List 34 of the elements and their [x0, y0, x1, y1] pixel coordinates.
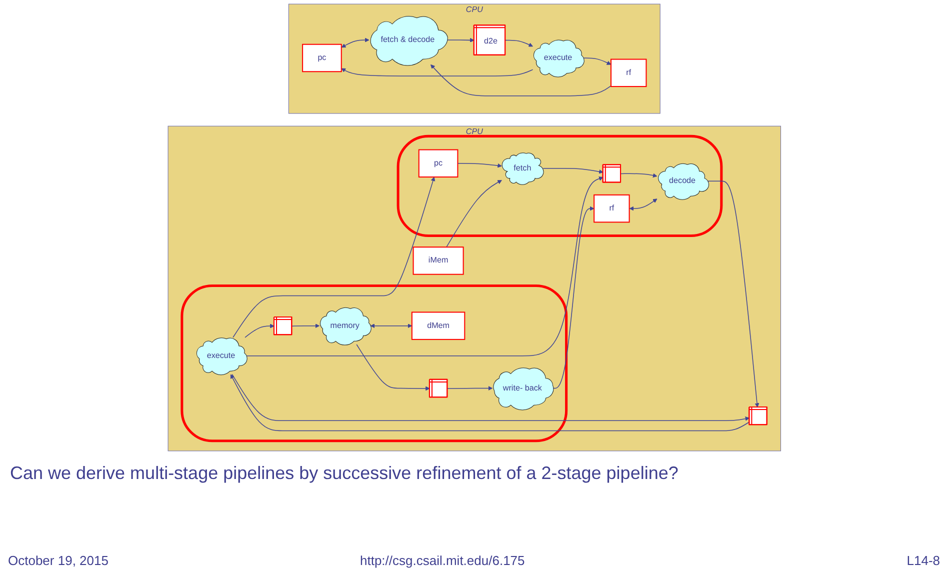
question-text: Can we derive multi-stage pipelines by successive refinement of a 2-stage pipeline?: [10, 462, 680, 484]
arrow: [504, 40, 533, 47]
arrow: [291, 324, 320, 328]
node-box: dMem: [411, 312, 465, 340]
node-box: pc: [302, 44, 342, 72]
arrow: [430, 64, 611, 96]
arrow: [230, 374, 750, 432]
arrow: [628, 198, 657, 211]
arrow: [245, 176, 603, 356]
node-box: rf: [610, 58, 646, 88]
cluster: [396, 134, 722, 237]
arrow: [340, 38, 369, 48]
slide-number: L14-8: [906, 553, 940, 568]
url-text: http://csg.csail.mit.edu/6.175: [360, 553, 525, 568]
arrow: [445, 38, 474, 42]
arrow: [456, 163, 502, 168]
arrow: [356, 344, 430, 391]
arrow: [582, 58, 611, 65]
arrow: [620, 173, 657, 178]
arrow: [340, 68, 533, 76]
arrow: [446, 180, 502, 248]
node-box: rf: [593, 194, 630, 223]
arrow: [542, 168, 603, 174]
arrow: [706, 180, 759, 408]
arrow: [244, 324, 274, 338]
arrow: [232, 176, 435, 338]
cluster: [180, 284, 568, 442]
date-text: October 19, 2015: [8, 553, 108, 568]
arrow: [231, 374, 750, 422]
node-box: pc: [418, 149, 458, 178]
arrow: [552, 206, 594, 389]
node-box: iMem: [412, 246, 464, 275]
arrow: [370, 324, 412, 328]
arrow: [446, 386, 492, 390]
